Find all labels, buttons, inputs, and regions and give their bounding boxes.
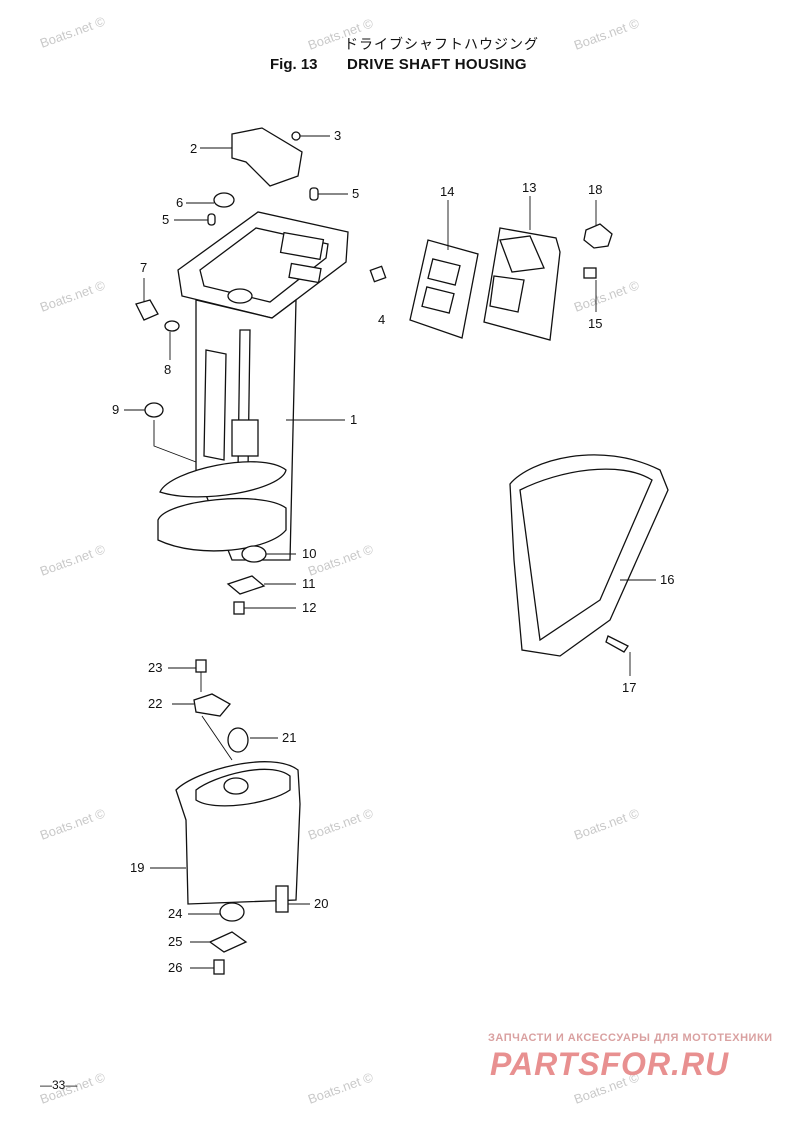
brand-logo: PARTSFOR.RU	[490, 1046, 730, 1082]
callout-10: 10	[302, 546, 316, 561]
bolt-icon	[233, 601, 296, 615]
callout-21: 21	[282, 730, 296, 745]
callout-12: 12	[302, 600, 316, 615]
callout-4: 4	[378, 312, 385, 327]
watermark: Boats.net ©	[38, 277, 108, 315]
screw	[605, 635, 631, 676]
gasket	[172, 693, 233, 761]
bolt-icon	[168, 659, 207, 692]
watermark: Boats.net ©	[572, 277, 642, 315]
dowel-pin	[309, 187, 348, 201]
callout-15: 15	[588, 316, 602, 331]
watermark: Boats.net ©	[572, 15, 642, 53]
watermark: Boats.net ©	[306, 1069, 376, 1107]
watermark: Boats.net ©	[306, 805, 376, 843]
lower-housing	[150, 761, 301, 905]
bolt-icon	[291, 131, 330, 141]
diagram-title: DRIVE SHAFT HOUSING	[347, 56, 527, 73]
grommet	[227, 727, 278, 753]
watermark: Boats.net ©	[306, 15, 376, 53]
watermark: Boats.net ©	[572, 805, 642, 843]
callout-13: 13	[522, 180, 536, 195]
callout-25: 25	[168, 934, 182, 949]
washer	[164, 320, 180, 360]
grommet	[241, 545, 296, 563]
watermark: Boats.net ©	[38, 805, 108, 843]
clamp-plate	[226, 575, 296, 595]
nut	[583, 200, 613, 249]
bolt-icon	[369, 265, 387, 283]
callout-19: 19	[130, 860, 144, 875]
watermark: Boats.net ©	[38, 13, 108, 51]
brand-subtitle: ЗАПЧАСТИ И АКСЕССУАРЫ ДЛЯ МОТОТЕХНИКИ	[488, 1032, 773, 1044]
callout-3: 3	[334, 128, 341, 143]
japanese-title: ドライブシャフトハウジング	[344, 37, 539, 53]
callout-8: 8	[164, 362, 171, 377]
plug-bolt	[135, 278, 159, 321]
callout-11: 11	[302, 576, 316, 591]
callout-9: 9	[112, 402, 119, 417]
drive-shaft-housing	[157, 211, 349, 561]
mount-bracket	[483, 196, 561, 341]
callout-16: 16	[660, 572, 674, 587]
watermark: Boats.net ©	[38, 541, 108, 579]
callout-18: 18	[588, 182, 602, 197]
lower-cover	[509, 454, 669, 657]
bracket	[200, 127, 303, 187]
callout-6: 6	[176, 195, 183, 210]
clamp-plate	[190, 931, 248, 953]
callout-23: 23	[148, 660, 162, 675]
bolt-icon	[275, 885, 310, 913]
grommet	[186, 192, 235, 208]
callout-5a: 5	[352, 186, 359, 201]
bolt-icon	[583, 267, 597, 312]
figure-label: Fig. 13	[270, 56, 318, 73]
callout-7: 7	[140, 260, 147, 275]
bolt-icon	[190, 959, 225, 975]
page-number: —33—	[40, 1078, 78, 1092]
callout-20: 20	[314, 896, 328, 911]
callout-2: 2	[190, 141, 197, 156]
callout-22: 22	[148, 696, 162, 711]
plug	[124, 402, 197, 463]
callout-17: 17	[622, 680, 636, 695]
callout-5b: 5	[162, 212, 169, 227]
grommet	[188, 902, 245, 922]
callout-1: 1	[350, 412, 357, 427]
callout-labels: 1 2 3 4 5 5 6 7 8 9 10 11 12 13 14 15 16…	[112, 128, 674, 975]
callout-14: 14	[440, 184, 454, 199]
gasket	[409, 200, 479, 339]
callout-26: 26	[168, 960, 182, 975]
dowel-pin	[174, 213, 216, 226]
callout-24: 24	[168, 906, 182, 921]
